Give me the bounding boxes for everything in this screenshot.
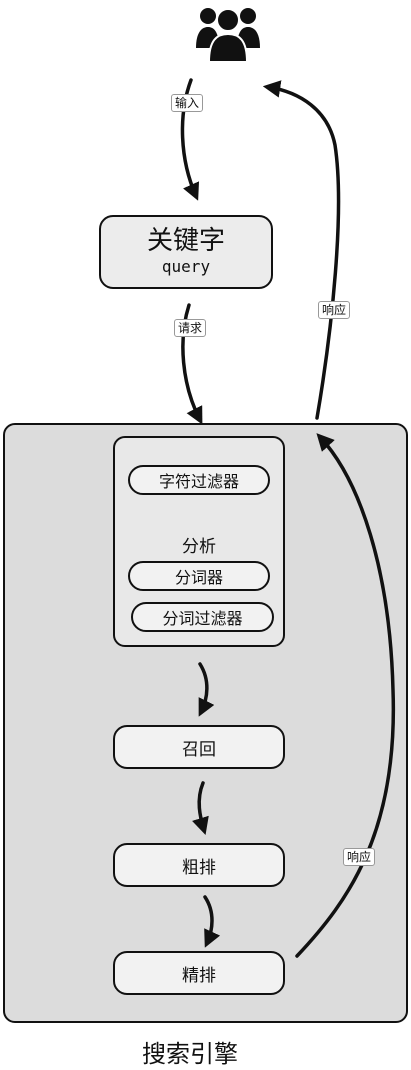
users-icon xyxy=(196,8,260,63)
coarse-to-fine-arrow xyxy=(203,895,221,948)
input-arrow xyxy=(180,78,200,201)
response-label-inner: 响应 xyxy=(343,848,376,866)
input-label: 输入 xyxy=(171,94,204,112)
response-arrow-inner xyxy=(295,433,396,958)
char-filter-pill: 字符过滤器 xyxy=(128,465,270,495)
analysis-to-recall-arrow xyxy=(198,662,215,717)
recall-to-coarse-arrow xyxy=(192,781,209,836)
recall-stage: 召回 xyxy=(113,725,285,769)
analysis-heading: 分析 xyxy=(182,537,216,557)
response-label-top: 响应 xyxy=(318,301,351,319)
token-filter-pill: 分词过滤器 xyxy=(131,602,274,632)
request-arrow xyxy=(181,303,203,425)
keyword-title: 关键字 xyxy=(146,226,225,256)
request-label: 请求 xyxy=(174,319,207,337)
tokenizer-pill: 分词器 xyxy=(128,561,270,591)
response-arrow-top xyxy=(262,80,341,420)
fine-rank-stage: 精排 xyxy=(113,951,285,995)
keyword-subtitle: query xyxy=(161,257,211,276)
keyword-box: 关键字 query xyxy=(99,215,273,289)
engine-title: 搜索引擎 xyxy=(142,1040,238,1068)
coarse-rank-stage: 粗排 xyxy=(113,843,285,887)
